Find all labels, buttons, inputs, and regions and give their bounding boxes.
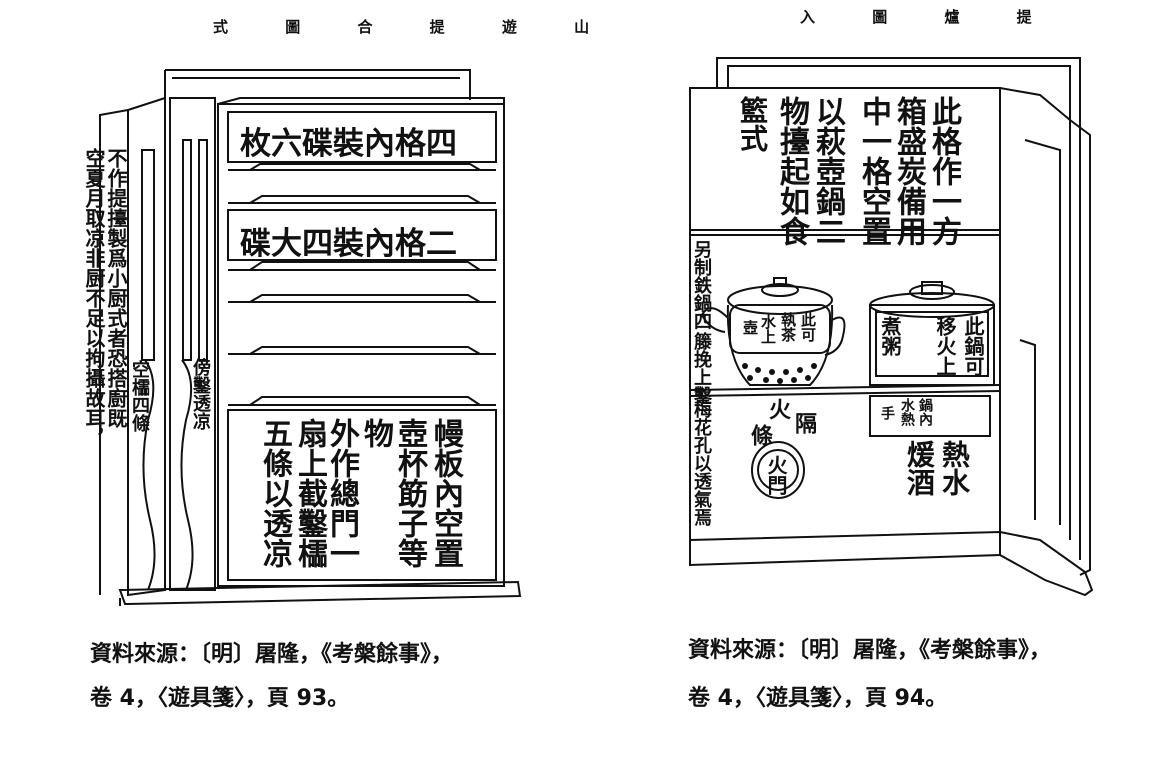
right-side-text-col2: 籐挽上鑿: [691, 332, 712, 404]
right-side-text-col3: 梅花孔以透氣焉: [691, 400, 712, 526]
right-title: 入 圖 爐 提: [800, 8, 1058, 26]
right-caption-line1: 資料來源：〔明〕屠隆，《考槃餘事》，: [688, 638, 1052, 663]
right-stove-drawing: [580, 0, 1160, 620]
right-top-col1: 此格作一方: [926, 96, 961, 246]
pot-text-col2: 移火上: [933, 316, 957, 376]
left-title: 式 圖 合 提 遊 山: [213, 18, 616, 36]
hot-water-col2: 煖酒: [903, 440, 936, 496]
lower-small-col3: 手: [879, 406, 895, 420]
left-bottom-col2: 壺杯筯子等: [392, 418, 427, 568]
right-side-text-col1: 另制鉄鍋四: [691, 240, 712, 330]
hot-water-col1: 熱水: [938, 440, 971, 496]
left-shelf1-label: 四格內裝碟六枚: [240, 126, 457, 162]
left-caption-line1: 資料來源：〔明〕屠隆，《考槃餘事》，: [90, 642, 454, 667]
left-bottom-col5: 扇上截鑿櫺: [292, 418, 327, 568]
left-shelf2-label: 二格內裝四大碟: [240, 226, 457, 262]
fire-strip-col3: 條: [747, 424, 772, 446]
right-top-col5: 物擡起如食: [774, 96, 809, 246]
right-top-col4: 以萩壺鍋二: [810, 96, 845, 246]
teapot-text-col3: 水上: [759, 314, 777, 344]
right-top-col6: 籃式: [736, 96, 769, 152]
left-post-right-label: 傍鑿透凉: [190, 358, 211, 430]
teapot-text-col1: 此可: [799, 312, 817, 342]
left-bottom-col4: 外作總門一: [324, 418, 359, 568]
left-side-text-col2: 空夏月取凉非厨不足以拘攝故耳，: [82, 148, 106, 448]
teapot-text-col2: 執茶: [779, 312, 797, 342]
lower-small-col2: 水熱: [899, 398, 915, 426]
fire-strip-col2: 火: [765, 398, 790, 420]
fire-strip-col1: 隔: [791, 412, 816, 434]
left-cabinet-drawing: [0, 0, 580, 620]
fire-door-label: 火門: [764, 455, 788, 495]
left-bottom-col6: 五條以透凉: [257, 418, 292, 568]
teapot-text-col4: 壺: [741, 320, 759, 335]
left-side-text-col1: 不作提擡製爲小厨式者恐搭廚既: [104, 148, 128, 428]
left-caption-line2: 卷 4，〈遊具箋〉，頁 93。: [90, 686, 350, 711]
lower-small-col1: 鍋內: [917, 398, 933, 426]
right-top-col2: 箱盛炭備用: [891, 96, 926, 246]
left-post-left-label: 空櫺四條: [129, 360, 150, 432]
left-bottom-col1: 幔板內空置: [428, 418, 463, 568]
pot-text-col3: 煮粥: [878, 316, 902, 356]
left-bottom-col3: 物: [358, 418, 393, 448]
pot-text-col1: 此鍋可: [961, 316, 985, 376]
right-caption-line2: 卷 4，〈遊具箋〉，頁 94。: [688, 686, 948, 711]
right-top-col3: 中一格空置: [856, 96, 891, 246]
